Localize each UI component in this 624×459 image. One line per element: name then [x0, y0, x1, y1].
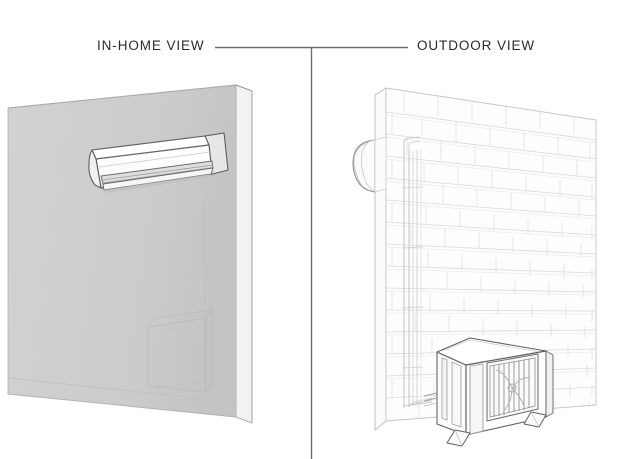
outdoor-view-illustration — [352, 87, 597, 447]
outdoor-condenser-unit — [423, 337, 554, 447]
indoor-air-handler-unit — [88, 132, 229, 193]
condenser-service-valves — [423, 392, 438, 407]
outdoor-view-label: OUTDOOR VIEW — [417, 38, 536, 53]
interior-wall-panel — [7, 84, 237, 418]
condenser-mounting-feet — [446, 411, 547, 447]
condenser-fan-grille — [486, 353, 539, 422]
ghosted-outdoor-unit-through-wall — [146, 191, 219, 395]
panel-divider — [215, 46, 408, 459]
in-home-view-label: IN-HOME VIEW — [97, 38, 205, 53]
indoor-unit-louver-vent — [100, 160, 214, 191]
in-home-view-illustration — [7, 84, 253, 424]
indoor-unit-rear-profile — [352, 136, 387, 193]
wall-thickness-edge — [235, 84, 253, 424]
refrigerant-line-conduit — [401, 136, 433, 408]
